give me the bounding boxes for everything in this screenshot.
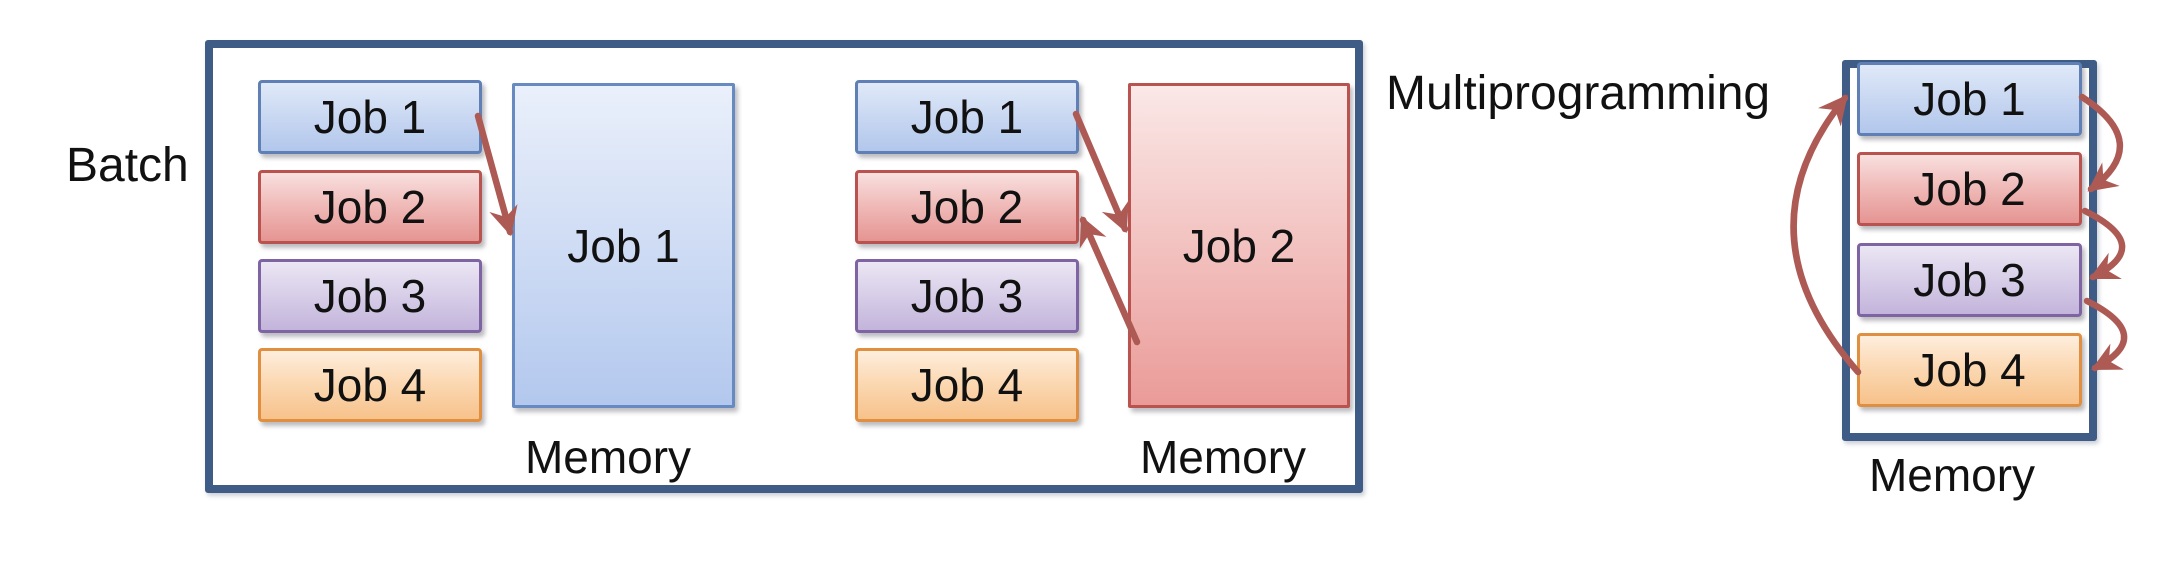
- batch-label: Batch: [66, 139, 189, 192]
- mp-job4-label: Job 4: [1913, 344, 2026, 396]
- batch2-memory-caption: Memory: [1139, 431, 1307, 483]
- mp-memory-caption: Memory: [1868, 449, 2036, 501]
- mp-job1-label: Job 1: [1913, 73, 2026, 125]
- mp-job1-box: Job 1: [1857, 62, 2082, 136]
- batch-container-box: [205, 40, 1363, 493]
- batch2-memory-box: Job 2: [1128, 83, 1350, 408]
- batch1-memory-caption: Memory: [524, 431, 692, 483]
- mp-job2-label: Job 2: [1913, 163, 2026, 215]
- mp-job4-box: Job 4: [1857, 333, 2082, 407]
- multiprogramming-label: Multiprogramming: [1386, 67, 1771, 120]
- mp-job3-label: Job 3: [1913, 254, 2026, 306]
- mp-job2-box: Job 2: [1857, 152, 2082, 226]
- mp-job3-box: Job 3: [1857, 243, 2082, 317]
